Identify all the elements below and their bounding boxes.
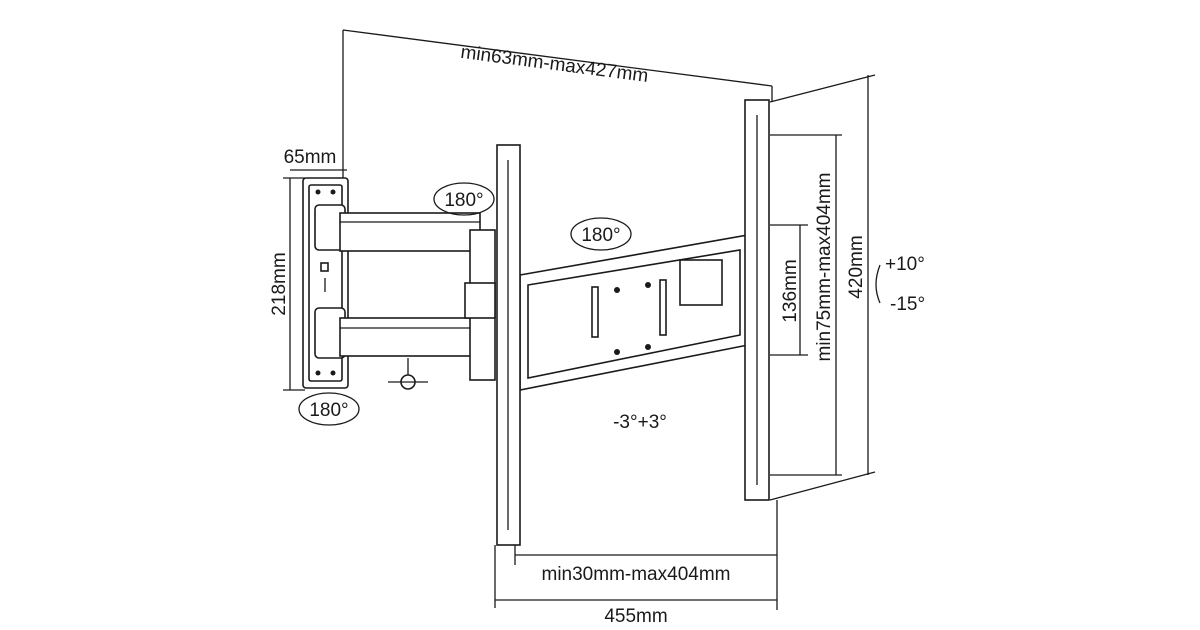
vesa-vertical-label: min75mm-max404mm xyxy=(814,173,835,362)
top-depth-label: min63mm-max427mm xyxy=(459,42,649,87)
tilt-up-label: +10° xyxy=(885,254,925,275)
dimension-lines xyxy=(283,29,876,610)
wall-swivel-label: 180° xyxy=(309,400,348,421)
arm-swivel-label: 180° xyxy=(444,190,483,211)
level-adjust-label: -3°+3° xyxy=(613,412,667,433)
total-height-label: 420mm xyxy=(846,235,867,298)
wall-plate-depth-label: 65mm xyxy=(284,147,337,168)
plate-swivel-label: 180° xyxy=(581,225,620,246)
vesa-horizontal-label: min30mm-max404mm xyxy=(542,564,731,585)
swing-arm xyxy=(314,204,496,390)
right-vertical-rail xyxy=(744,99,770,501)
total-width-label: 455mm xyxy=(604,606,667,627)
rotation-badges xyxy=(298,182,881,426)
tilt-down-label: -15° xyxy=(890,294,925,315)
tv-plate-height-label: 136mm xyxy=(780,259,801,322)
left-vertical-rail xyxy=(496,144,521,546)
tv-crossbar xyxy=(519,234,749,391)
wall-plate-height-label: 218mm xyxy=(269,252,290,315)
